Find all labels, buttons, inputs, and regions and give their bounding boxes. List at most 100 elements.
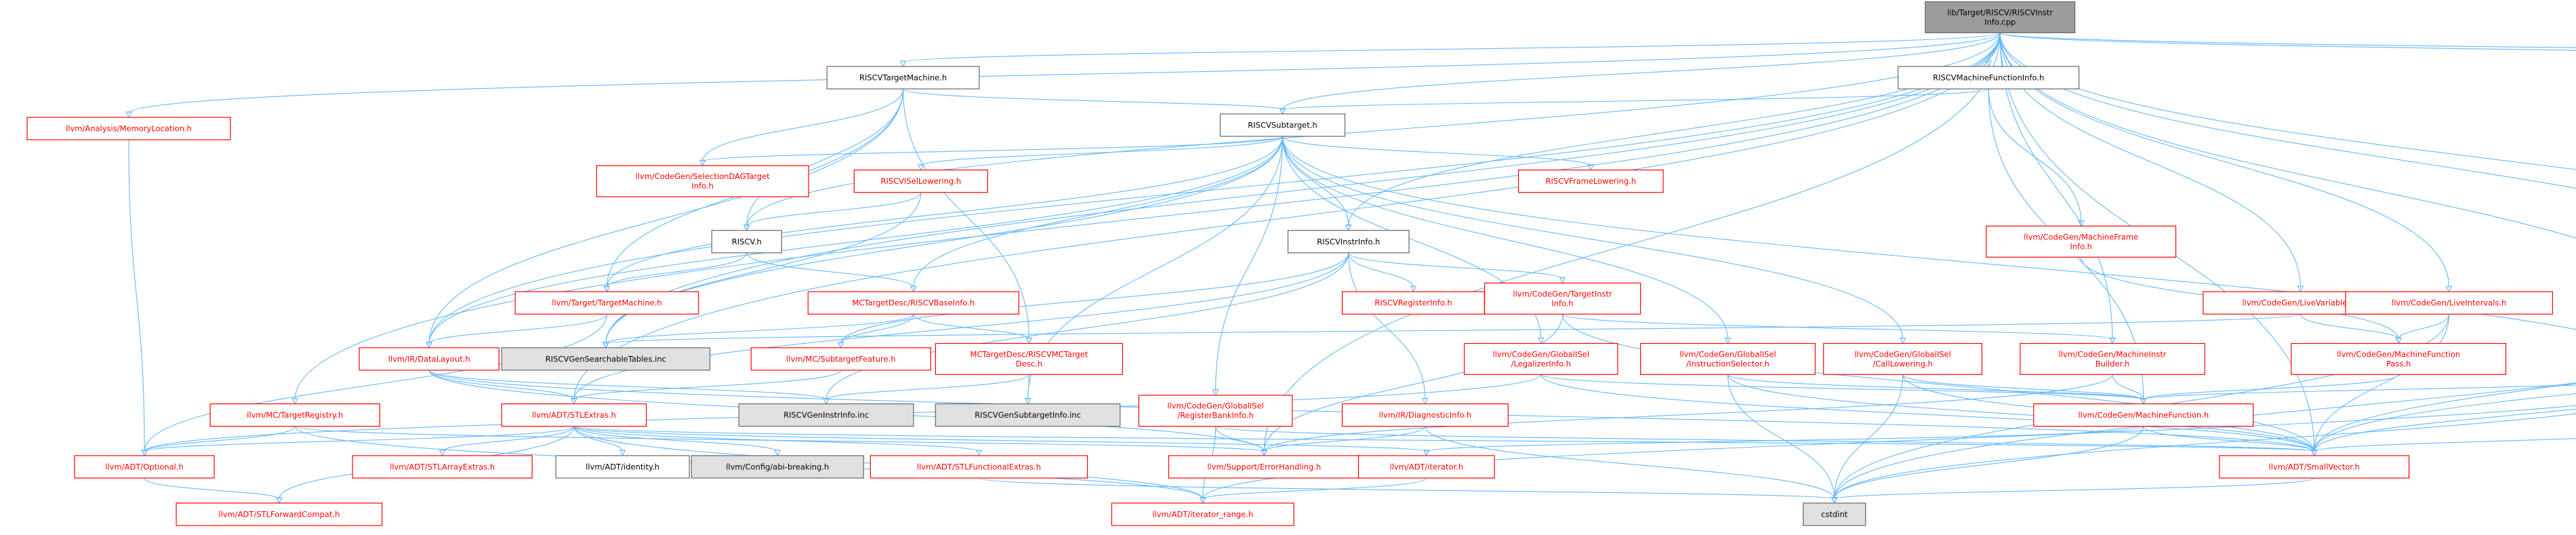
node-box — [74, 455, 215, 479]
node-instrinfo[interactable]: RISCVInstrInfo.h — [1287, 230, 1410, 254]
node-smallvec[interactable]: llvm/ADT/SmallVector.h — [2219, 455, 2410, 479]
node-optional[interactable]: llvm/ADT/Optional.h — [74, 455, 215, 479]
edge-root-to-instrinfo — [1345, 33, 2001, 232]
arrowhead-icon — [1537, 337, 1545, 344]
node-isel[interactable]: RISCVISelLowering.h — [853, 170, 988, 193]
node-memloc[interactable]: llvm/Analysis/MemoryLocation.h — [26, 117, 231, 140]
node-label: llvm/CodeGen/GlobalISel — [1493, 349, 1590, 359]
edge-stlextras-to-stlfunc — [573, 426, 983, 457]
node-box — [176, 502, 383, 526]
edge-instrinfo-to-tinstr — [1348, 252, 1566, 284]
node-stlextras[interactable]: llvm/ADT/STLExtras.h — [501, 403, 647, 427]
node-regbank[interactable]: llvm/CodeGen/GlobalISel/RegisterBankInfo… — [1138, 395, 1293, 427]
node-label: cstdint — [1821, 509, 1848, 519]
node-label: llvm/ADT/iterator.h — [1390, 462, 1464, 471]
node-errhand[interactable]: llvm/Support/ErrorHandling.h — [1168, 455, 1360, 479]
edge-baseinfo-to-searchable — [602, 313, 914, 349]
node-riscvh[interactable]: RISCV.h — [711, 230, 782, 254]
edge-registry-to-errhand — [294, 426, 1268, 457]
node-label: Info.h — [1551, 298, 1574, 308]
node-root[interactable]: lib/Target/RISCV/RISCVInstrInfo.cpp — [1925, 1, 2076, 33]
node-label: llvm/CodeGen/GlobalISel — [1854, 349, 1951, 359]
node-label: MCTargetDesc/RISCVBaseInfo.h — [852, 298, 975, 308]
node-tmach[interactable]: RISCVTargetMachine.h — [826, 66, 980, 90]
arrowhead-icon — [1024, 398, 1031, 405]
node-label: llvm/CodeGen/SelectionDAGTarget — [636, 172, 771, 181]
node-box — [2219, 455, 2410, 479]
node-baseinfo[interactable]: MCTargetDesc/RISCVBaseInfo.h — [807, 291, 1019, 315]
node-label: RISCVSubtarget.h — [1248, 121, 1317, 130]
arrowhead-icon — [603, 285, 611, 293]
node-subtarget[interactable]: RISCVSubtarget.h — [1219, 113, 1346, 137]
node-stlfunc[interactable]: llvm/ADT/STLFunctionalExtras.h — [870, 455, 1088, 479]
node-calllow[interactable]: llvm/CodeGen/GlobalISel/CallLowering.h — [1823, 342, 1983, 375]
arrowhead-icon — [1724, 337, 1732, 344]
arrowhead-icon — [571, 398, 577, 405]
node-liveint[interactable]: llvm/CodeGen/LiveIntervals.h — [2345, 291, 2554, 315]
node-stlfwd[interactable]: llvm/ADT/STLForwardCompat.h — [176, 502, 383, 526]
arrowhead-icon — [2109, 337, 2116, 344]
node-label: lib/Target/RISCV/RISCVInstr — [1947, 7, 2053, 17]
node-label: Info.h — [691, 181, 714, 191]
edge-mfunc-to-iterator — [1423, 426, 2144, 457]
node-label: llvm/ADT/identity.h — [586, 462, 659, 471]
arrowhead-icon — [1345, 224, 1352, 232]
node-stlarray[interactable]: llvm/ADT/STLArrayExtras.h — [352, 455, 533, 479]
node-iterator[interactable]: llvm/ADT/iterator.h — [1357, 455, 1495, 479]
node-label: llvm/ADT/STLForwardCompat.h — [218, 509, 340, 519]
node-box — [501, 347, 711, 371]
node-label: /LegalizerInfo.h — [1511, 359, 1571, 368]
node-registry[interactable]: llvm/MC/TargetRegistry.h — [209, 403, 380, 427]
node-label: llvm/Target/TargetMachine.h — [552, 298, 661, 308]
arrowhead-icon — [823, 398, 830, 405]
node-box — [711, 230, 782, 254]
arrowhead-icon — [2445, 285, 2453, 293]
arrowhead-icon — [1279, 108, 1286, 115]
node-mfi[interactable]: RISCVMachineFunctionInfo.h — [1898, 66, 2080, 90]
arrowhead-icon — [602, 342, 609, 349]
node-label: llvm/CodeGen/MachineFrame — [2024, 232, 2138, 241]
node-geninstr[interactable]: RISCVGenInstrInfo.inc — [738, 403, 914, 427]
node-label: llvm/Analysis/MemoryLocation.h — [66, 124, 192, 134]
node-identity[interactable]: llvm/ADT/identity.h — [555, 455, 690, 479]
arrowhead-icon — [141, 450, 148, 457]
node-box — [1823, 342, 1983, 375]
node-instsel[interactable]: llvm/CodeGen/GlobalISel/InstructionSelec… — [1640, 342, 1816, 375]
node-targetmachine[interactable]: llvm/Target/TargetMachine.h — [514, 291, 699, 315]
edge-mfpass-to-mfunc — [2140, 374, 2399, 405]
node-datalayout[interactable]: llvm/IR/DataLayout.h — [359, 347, 499, 371]
node-label: RISCVMachineFunctionInfo.h — [1933, 73, 2044, 83]
node-gensub[interactable]: RISCVGenSubtargetInfo.inc — [935, 403, 1121, 427]
node-label: llvm/ADT/STLFunctionalExtras.h — [917, 462, 1041, 471]
node-abibreak[interactable]: llvm/Config/abi-breaking.h — [691, 455, 864, 479]
node-framelow[interactable]: RISCVFrameLowering.h — [1517, 170, 1664, 193]
edge-tinstr-to-mib — [1562, 313, 2116, 344]
node-box — [1341, 291, 1485, 315]
node-mfunc[interactable]: llvm/CodeGen/MachineFunction.h — [2033, 403, 2254, 427]
node-cstdint[interactable]: cstdint — [1803, 502, 1866, 526]
node-label: RISCVTargetMachine.h — [859, 73, 947, 83]
node-iterrange[interactable]: llvm/ADT/iterator_range.h — [1111, 502, 1294, 526]
node-label: Info.h — [2070, 241, 2092, 251]
node-box — [26, 117, 231, 140]
arrowhead-icon — [2395, 337, 2403, 344]
node-box — [1138, 395, 1293, 427]
node-searchable[interactable]: RISCVGenSearchableTables.inc — [501, 347, 711, 371]
node-diag[interactable]: llvm/IR/DiagnosticInfo.h — [1341, 403, 1509, 427]
node-box — [359, 347, 499, 371]
edge-root-to-subtarget — [1279, 33, 2001, 115]
node-reginfo[interactable]: RISCVRegisterInfo.h — [1341, 291, 1485, 315]
edge-subtarget-to-framelow — [1282, 136, 1595, 171]
edge-root-to-registry — [291, 33, 2001, 405]
node-label: llvm/ADT/Optional.h — [105, 462, 183, 471]
node-mcsubtarget[interactable]: llvm/MC/SubtargetFeature.h — [750, 347, 931, 371]
node-legalizer[interactable]: llvm/CodeGen/GlobalISel/LegalizerInfo.h — [1463, 342, 1618, 375]
node-box — [738, 403, 914, 427]
edge-riscvh-to-targetmachine — [603, 252, 748, 293]
